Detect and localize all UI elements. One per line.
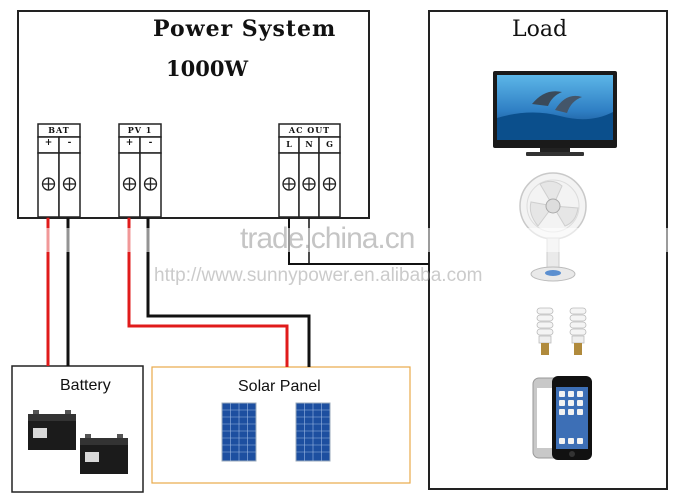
ac-out-g-label: G (326, 139, 333, 149)
solar-panel-label: Solar Panel (238, 378, 321, 395)
pv-positive-wire (127, 215, 289, 367)
watermark-site: trade.china.cn (240, 222, 415, 255)
bat-terminal-block (37, 123, 81, 218)
ac-out-terminal-label: AC OUT (288, 125, 331, 135)
battery-icon (28, 410, 128, 474)
solar-panel-box (151, 366, 411, 484)
pv-terminal-label: PV 1 (127, 125, 153, 135)
load-title: Load (512, 17, 568, 42)
pv-negative-wire (146, 215, 311, 367)
bat-negative-label: - (67, 138, 72, 148)
solar-panel-icon (221, 402, 331, 462)
ac-out-terminal-block (278, 123, 341, 218)
tv-icon (493, 71, 617, 156)
power-system-title: Power System (153, 16, 337, 42)
pv-positive-label: + (125, 138, 134, 148)
battery-label: Battery (60, 377, 111, 394)
ac-out-n-label: N (305, 139, 313, 149)
watermark-url: http://www.sunnypower.en.alibaba.com (154, 265, 483, 286)
power-rating: 1000W (166, 56, 249, 81)
cfl-bulb-icon (536, 307, 587, 355)
bat-terminal-label: BAT (48, 125, 70, 135)
bat-positive-label: + (44, 138, 53, 148)
watermark-band (0, 228, 681, 252)
pv-negative-label: - (148, 138, 153, 148)
ac-out-l-label: L (286, 139, 292, 149)
smartphone-icon (532, 376, 592, 460)
pv-terminal-block (118, 123, 162, 218)
